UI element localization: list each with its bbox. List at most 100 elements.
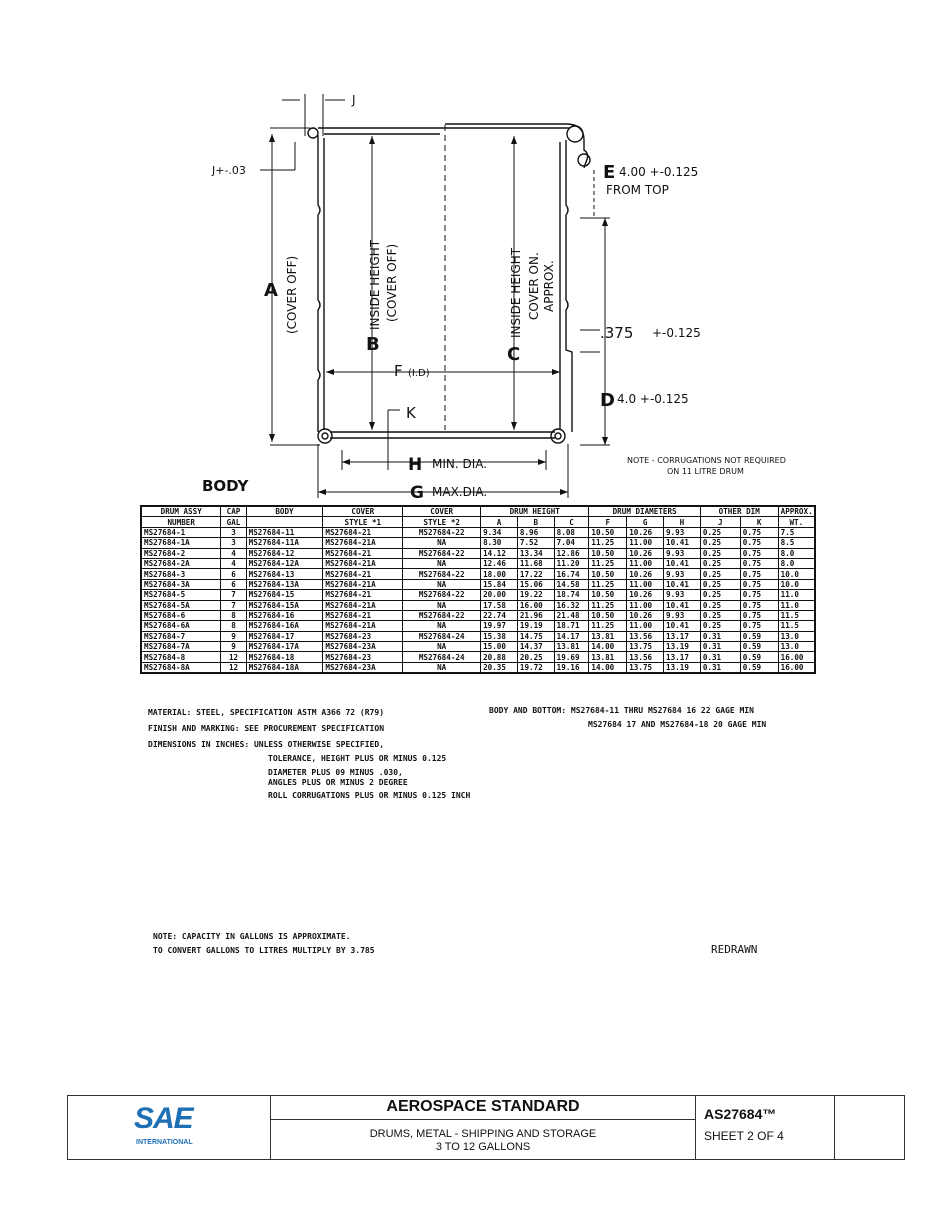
table-cell: NA — [402, 537, 482, 549]
dim-f-label: F — [394, 362, 403, 380]
table-cell: 0.31 — [699, 661, 741, 674]
header-cell: DRUM ASSY — [140, 505, 222, 518]
header-cell: DRUM DIAMETERS — [588, 505, 701, 518]
table-cell: MS27684-21A — [322, 537, 404, 549]
header-cell: K — [739, 516, 779, 528]
table-cell: 19.16 — [553, 661, 590, 674]
table-cell: 16.00 — [777, 651, 816, 663]
table-cell: MS27684-16 — [245, 609, 324, 622]
table-cell: 20.25 — [516, 651, 555, 663]
table-cell: 8.0 — [777, 557, 816, 570]
table-cell: 19.69 — [553, 651, 590, 663]
table-cell: 0.25 — [699, 589, 741, 601]
table-cell: 9.93 — [663, 609, 701, 622]
header-cell: NUMBER — [140, 516, 222, 528]
table-cell: 7 — [220, 589, 247, 601]
logo-cell: SAE INTERNATIONAL — [68, 1096, 271, 1159]
table-cell: 10.50 — [588, 547, 628, 559]
table-cell: 0.25 — [699, 526, 741, 539]
table-cell: 17.22 — [516, 568, 555, 580]
table-cell: MS27684-17 — [245, 630, 324, 643]
table-header-row: DRUM ASSY CAP BODY COVER COVER DRUM HEIG… — [140, 505, 816, 518]
table-cell: 11.00 — [626, 557, 665, 570]
table-cell: MS27684-7 — [140, 630, 222, 643]
dim-h-label: H — [408, 455, 422, 475]
sae-logo: SAE — [134, 1102, 194, 1135]
table-cell: 13.81 — [588, 651, 628, 663]
table-cell: MS27684-21A — [322, 599, 404, 611]
table-cell: 0.25 — [699, 547, 741, 559]
table-cell: 11.25 — [588, 537, 628, 549]
header-cell: A — [480, 516, 518, 528]
table-cell: 9 — [220, 641, 247, 653]
table-cell: 0.31 — [699, 651, 741, 663]
table-cell: 22.74 — [480, 609, 518, 622]
note-gage-1: BODY AND BOTTOM: MS27684-11 THRU MS27684… — [489, 706, 754, 715]
table-cell: MS27684-1 — [140, 526, 222, 539]
table-cell: 12 — [220, 661, 247, 674]
table-cell: MS27684-11 — [245, 526, 324, 539]
table-cell: MS27684-12A — [245, 557, 324, 570]
dim-a-note: (COVER OFF) — [285, 256, 299, 334]
note-capacity-2: TO CONVERT GALLONS TO LITRES MULTIPLY BY… — [153, 946, 375, 955]
table-cell: 14.37 — [516, 641, 555, 653]
bottom-chime-right-inner — [554, 432, 562, 440]
revision-cell — [835, 1096, 906, 1159]
table-cell: 10.26 — [626, 568, 665, 580]
document-title-line-2: 3 TO 12 GALLONS — [435, 1141, 531, 1153]
table-cell: MS27684-15A — [245, 599, 324, 611]
note-gage-2: MS27684 17 AND MS27684-18 20 GAGE MIN — [588, 720, 767, 729]
table-cell: NA — [402, 620, 482, 632]
table-cell: 16.74 — [553, 568, 590, 580]
table-cell: MS27684-23 — [322, 651, 404, 663]
table-cell: 14.75 — [516, 630, 555, 643]
table-cell: 7.52 — [516, 537, 555, 549]
table-cell: 11.0 — [777, 599, 816, 611]
table-cell: 12 — [220, 651, 247, 663]
header-cell: STYLE *2 — [402, 516, 482, 528]
table-header-row: NUMBER GAL STYLE *1 STYLE *2 A B C F G H… — [140, 516, 816, 528]
header-cell: COVER — [322, 505, 404, 518]
table-cell: 18.71 — [553, 620, 590, 632]
header-cell: H — [663, 516, 701, 528]
table-cell: 13.0 — [777, 641, 816, 653]
table-cell: 8.30 — [480, 537, 518, 549]
table-cell: 16.00 — [516, 599, 555, 611]
table-cell: 13.19 — [663, 661, 701, 674]
title-cell: AEROSPACE STANDARD DRUMS, METAL - SHIPPI… — [271, 1096, 696, 1159]
doc-number-cell: AS27684™ SHEET 2 OF 4 — [696, 1096, 835, 1159]
table-cell: 18.74 — [553, 589, 590, 601]
drum-section-drawing: J J+-.03 A (COVER OFF) B INSIDE HEIGHT (… — [202, 93, 786, 500]
table-cell: 8.0 — [777, 547, 816, 559]
table-cell: MS27684-22 — [402, 547, 482, 559]
table-cell: 0.59 — [739, 651, 779, 663]
dim-b-label: B — [366, 334, 380, 355]
bottom-chime-right — [550, 428, 566, 444]
table-cell: 13.56 — [626, 630, 665, 643]
dim-j-tol-label: J+-.03 — [211, 164, 246, 177]
table-cell: 3 — [220, 537, 247, 549]
header-cell: CAP — [220, 505, 247, 518]
table-cell: 8.08 — [553, 526, 590, 539]
standard-type: AEROSPACE STANDARD — [386, 1098, 580, 1115]
table-cell: 10.41 — [663, 578, 701, 591]
table-cell: 14.17 — [553, 630, 590, 643]
drum-right-wall — [565, 140, 573, 432]
body-label: BODY — [202, 477, 250, 495]
table-cell: 0.75 — [739, 557, 779, 570]
table-cell: 0.25 — [699, 609, 741, 622]
dim-a-label: A — [264, 280, 278, 301]
table-cell: 19.22 — [516, 589, 555, 601]
table-cell: 9.93 — [663, 568, 701, 580]
table-cell: 12.46 — [480, 557, 518, 570]
table-cell: MS27684-22 — [402, 589, 482, 601]
dimension-table: DRUM ASSY CAP BODY COVER COVER DRUM HEIG… — [140, 505, 816, 675]
table-cell: 13.75 — [626, 661, 665, 674]
table-cell: 11.0 — [777, 589, 816, 601]
table-cell: MS27684-17A — [245, 641, 324, 653]
